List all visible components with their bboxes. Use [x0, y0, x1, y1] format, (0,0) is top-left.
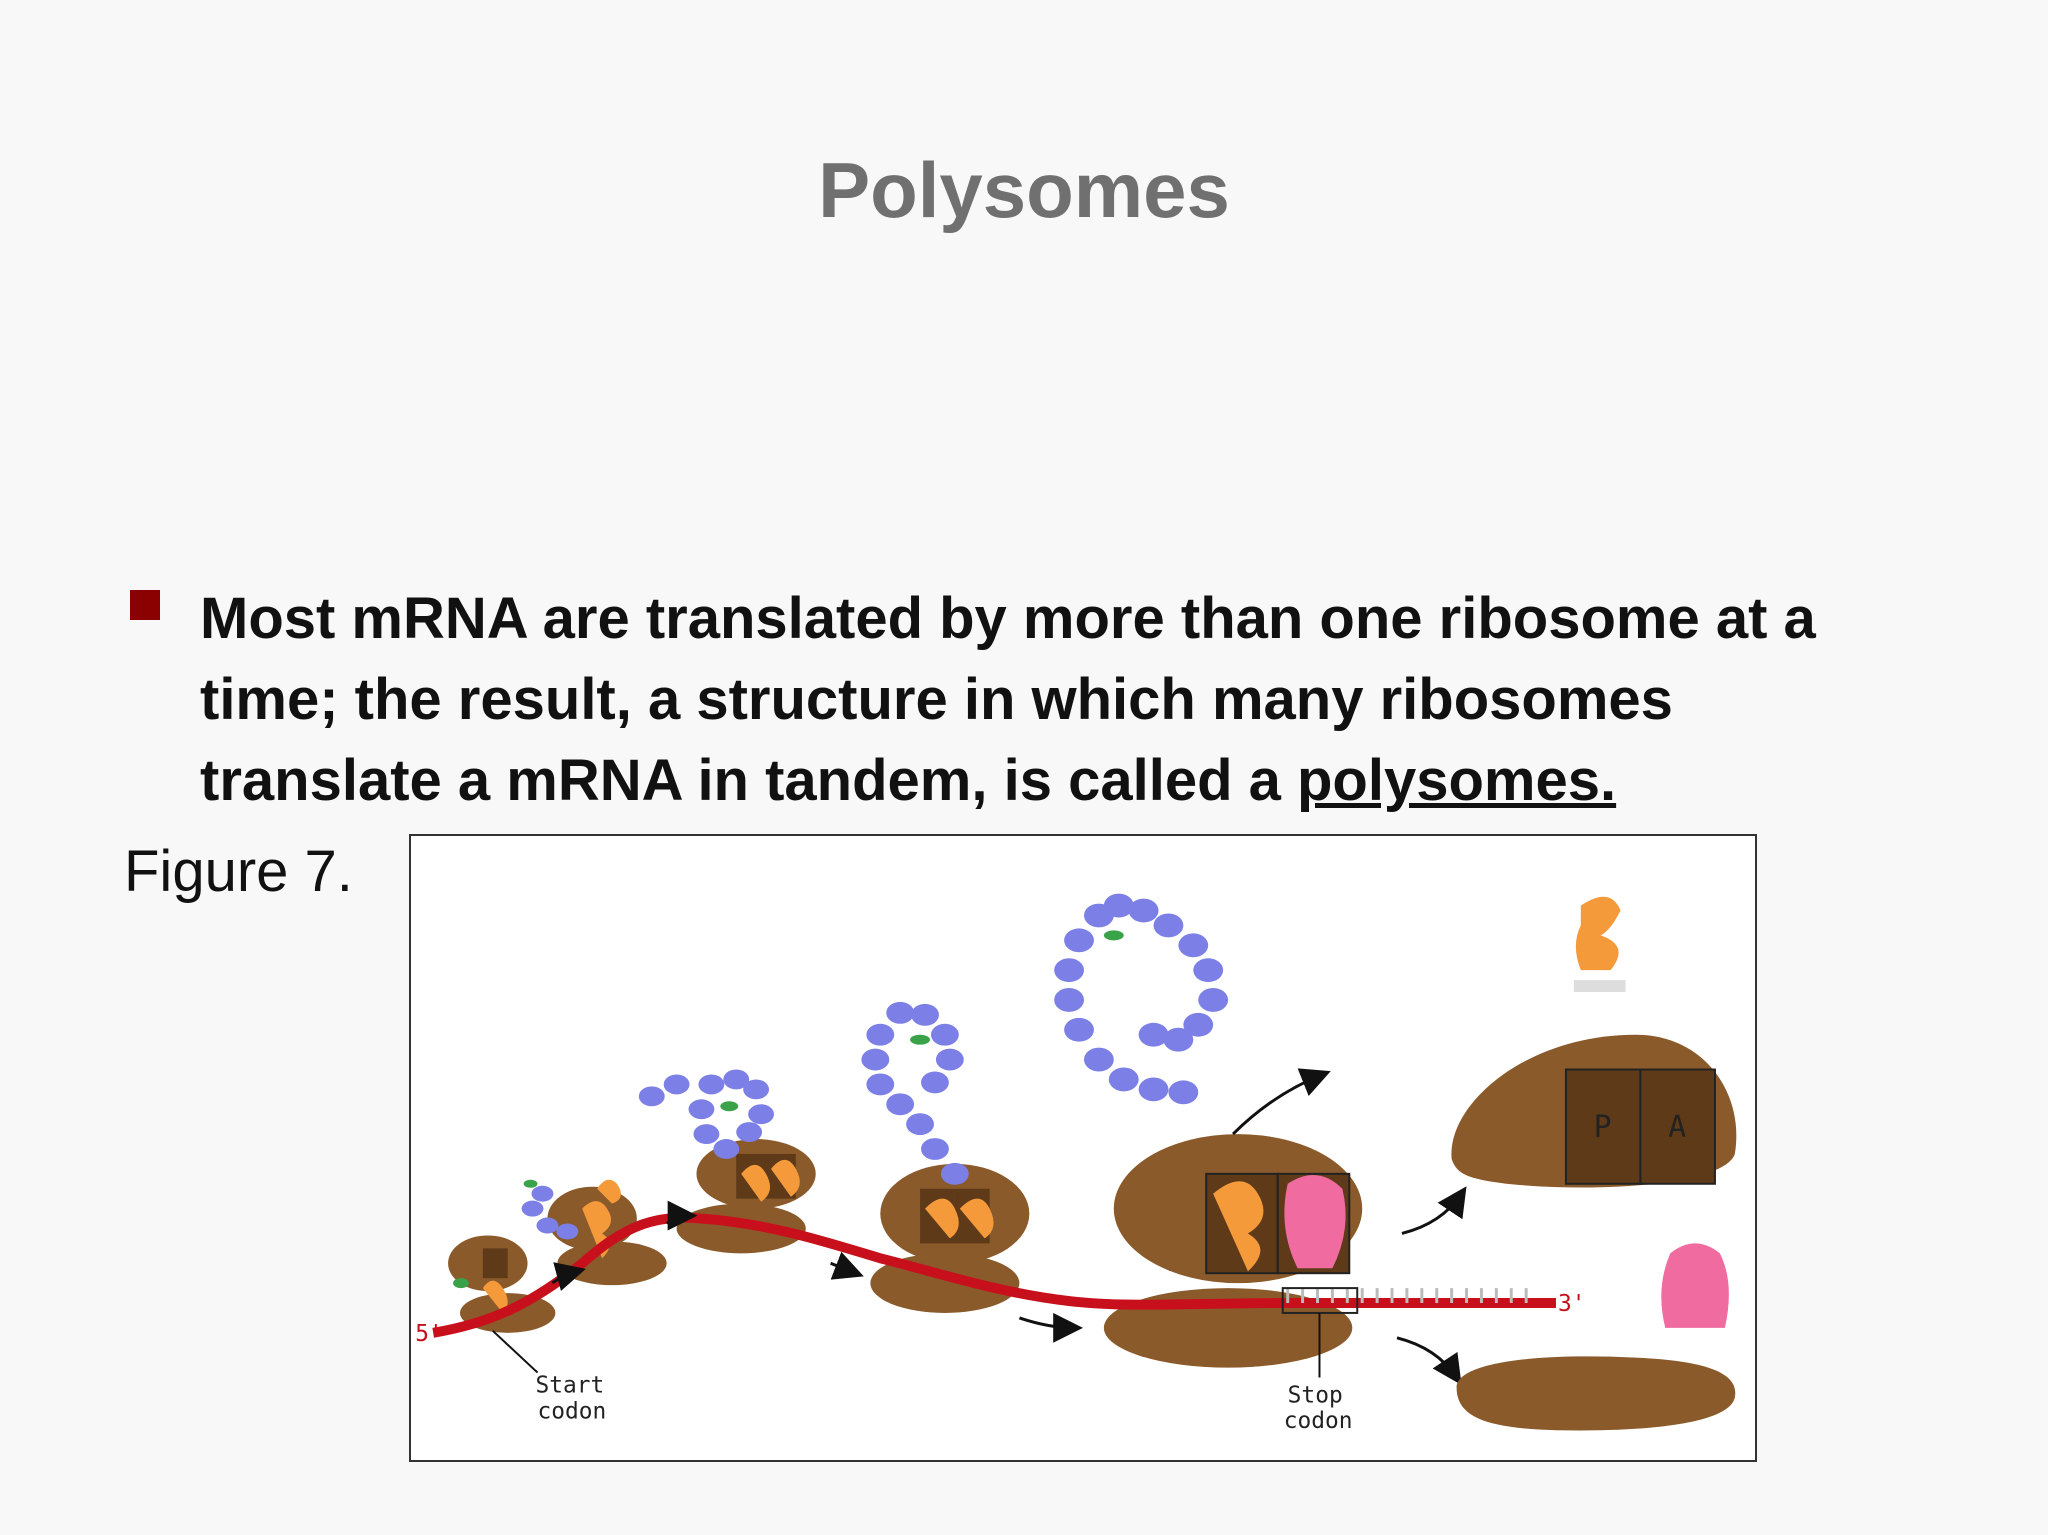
free-large-subunit: P A	[1451, 1034, 1737, 1188]
ribosome-2	[521, 1179, 667, 1286]
stop-codon-label-1: Stop	[1288, 1382, 1343, 1408]
start-codon-label-1: Start	[536, 1372, 605, 1398]
bullet-square-icon	[130, 590, 160, 620]
polysome-diagram: P A 5' 3' Start codon Stop codon	[415, 893, 1737, 1434]
label-5-prime: 5'	[415, 1321, 443, 1347]
bullet-text-main: Most mRNA are translated by more than on…	[200, 586, 1816, 813]
ribosome-4	[861, 1001, 1030, 1313]
movement-arrows	[551, 1068, 1467, 1385]
label-3-prime: 3'	[1558, 1291, 1586, 1317]
ribosome-3	[638, 1069, 816, 1254]
released-release-factor	[1661, 1243, 1729, 1328]
bullet-text: Most mRNA are translated by more than on…	[200, 578, 1920, 821]
bullet-text-underlined: polysomes.	[1297, 748, 1617, 813]
released-trna	[1573, 896, 1626, 992]
site-a-label: A	[1668, 1110, 1686, 1145]
free-small-subunit	[1456, 1356, 1736, 1431]
site-p-label: P	[1594, 1110, 1612, 1145]
stop-codon-label-2: codon	[1284, 1408, 1353, 1434]
slide-title: Polysomes	[818, 146, 1230, 234]
codon-ticks	[1286, 1288, 1528, 1304]
start-codon-label-2: codon	[537, 1398, 606, 1424]
bullet-item: Most mRNA are translated by more than on…	[130, 578, 1920, 821]
polysome-figure: P A 5' 3' Start codon Stop codon	[409, 834, 1757, 1462]
figure-label: Figure 7.	[124, 839, 353, 904]
